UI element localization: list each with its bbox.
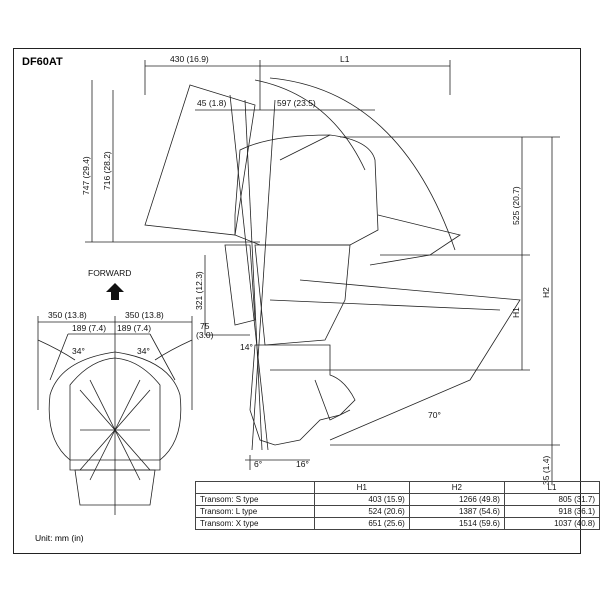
forward-arrow-icon bbox=[106, 283, 124, 300]
model-title: DF60AT bbox=[22, 56, 63, 68]
angle-6: 6° bbox=[254, 459, 262, 469]
table-header-h2: H2 bbox=[408, 481, 505, 494]
table-cell: 403 (15.9) bbox=[313, 493, 410, 506]
dim-l1-top: L1 bbox=[340, 54, 350, 64]
dim-h2: H2 bbox=[541, 287, 551, 298]
dim-597: 597 (23.5) bbox=[277, 98, 316, 108]
dim-321: 321 (12.3) bbox=[194, 271, 204, 310]
table-cell: 1266 (49.8) bbox=[408, 493, 505, 506]
angle-16: 16° bbox=[296, 459, 309, 469]
table-cell: 918 (36.1) bbox=[503, 505, 600, 518]
dim-350-left: 350 (13.8) bbox=[48, 310, 87, 320]
dim-430: 430 (16.9) bbox=[170, 54, 209, 64]
table-cell: Transom: L type bbox=[195, 505, 315, 518]
table-header-row: H1 H2 L1 bbox=[195, 481, 600, 494]
table-cell: 1037 (40.8) bbox=[503, 517, 600, 530]
dim-189-left: 189 (7.4) bbox=[72, 323, 106, 333]
forward-label: FORWARD bbox=[88, 268, 131, 278]
table-row: Transom: S type 403 (15.9) 1266 (49.8) 8… bbox=[195, 493, 600, 506]
dim-350-right: 350 (13.8) bbox=[125, 310, 164, 320]
dim-189-right: 189 (7.4) bbox=[117, 323, 151, 333]
table-cell: 651 (25.6) bbox=[313, 517, 410, 530]
dim-747: 747 (29.4) bbox=[81, 156, 91, 195]
unit-note: Unit: mm (in) bbox=[35, 533, 84, 543]
table-cell: 1387 (54.6) bbox=[408, 505, 505, 518]
table-header-empty bbox=[195, 481, 315, 494]
dim-75: 75 bbox=[200, 321, 210, 331]
table-cell: 524 (20.6) bbox=[313, 505, 410, 518]
dim-h1: H1 bbox=[511, 307, 521, 318]
table-cell: Transom: S type bbox=[195, 493, 315, 506]
angle-14: 14° bbox=[240, 342, 253, 352]
table-cell: 805 (31.7) bbox=[503, 493, 600, 506]
angle-34-left: 34° bbox=[72, 346, 85, 356]
table-cell: 1514 (59.6) bbox=[408, 517, 505, 530]
table-header-h1: H1 bbox=[313, 481, 410, 494]
dim-716: 716 (28.2) bbox=[102, 151, 112, 190]
dim-35: 35 (1.4) bbox=[541, 456, 551, 485]
dim-525: 525 (20.7) bbox=[511, 186, 521, 225]
diagram-frame bbox=[13, 48, 581, 554]
table-row: Transom: L type 524 (20.6) 1387 (54.6) 9… bbox=[195, 505, 600, 518]
table-header-l1: L1 bbox=[503, 481, 600, 494]
table-row: Transom: X type 651 (25.6) 1514 (59.6) 1… bbox=[195, 517, 600, 530]
dim-45: 45 (1.8) bbox=[197, 98, 226, 108]
transom-spec-table: H1 H2 L1 Transom: S type 403 (15.9) 1266… bbox=[195, 481, 600, 530]
table-cell: Transom: X type bbox=[195, 517, 315, 530]
angle-70: 70° bbox=[428, 410, 441, 420]
angle-34-right: 34° bbox=[137, 346, 150, 356]
dim-75-in: (3.0) bbox=[196, 330, 214, 340]
